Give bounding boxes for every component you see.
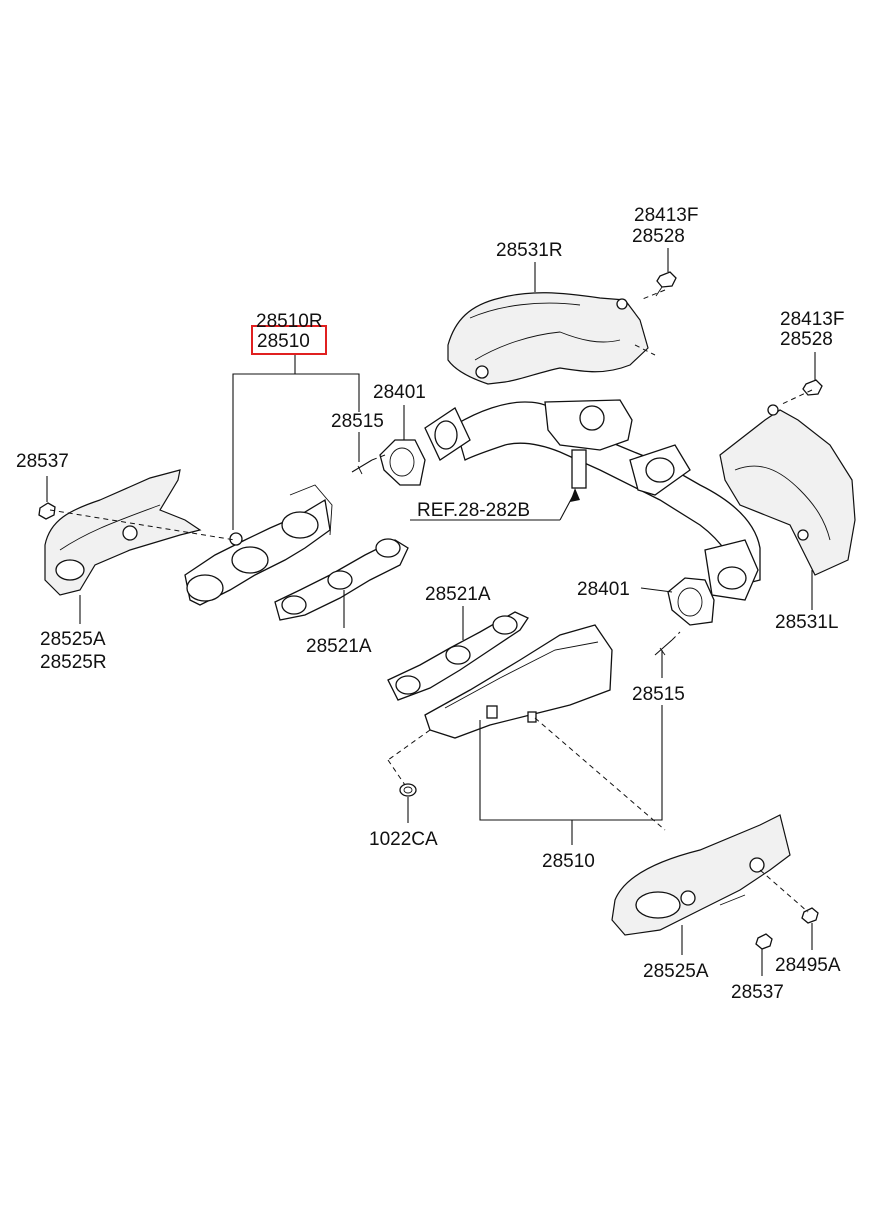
exhaust-manifold-28510-right[interactable] bbox=[424, 624, 613, 739]
label-28537-left[interactable]: 28537 bbox=[16, 451, 69, 472]
part-labels: 28413F 28528 28531R 28510R 28510 28401 2… bbox=[16, 205, 844, 1003]
label-28413F-right[interactable]: 28413F bbox=[780, 309, 844, 330]
front-exhaust-pipe[interactable] bbox=[424, 399, 761, 601]
label-28515-mid[interactable]: 28515 bbox=[632, 684, 685, 705]
exhaust-manifold-28510-left[interactable] bbox=[184, 484, 333, 606]
label-28401-top[interactable]: 28401 bbox=[373, 382, 426, 403]
label-28525R[interactable]: 28525R bbox=[40, 652, 107, 673]
gasket-28401-mid[interactable] bbox=[667, 577, 715, 626]
label-28510R[interactable]: 28510R bbox=[256, 311, 323, 332]
heat-shield-28531R[interactable] bbox=[447, 292, 649, 385]
heat-shield-28525A-left[interactable] bbox=[44, 469, 202, 596]
stud-28515-mid[interactable] bbox=[654, 639, 673, 656]
label-28528-right[interactable]: 28528 bbox=[780, 329, 833, 350]
label-28495A[interactable]: 28495A bbox=[775, 955, 841, 976]
gasket-28521A-mid[interactable] bbox=[387, 611, 529, 701]
bolt-28537-bottom[interactable] bbox=[755, 933, 773, 950]
label-28528-top[interactable]: 28528 bbox=[632, 226, 685, 247]
bolt-28537-left[interactable] bbox=[38, 502, 56, 520]
label-28531L[interactable]: 28531L bbox=[775, 612, 838, 633]
label-28525A-bottom[interactable]: 28525A bbox=[643, 961, 709, 982]
gasket-28401-top[interactable] bbox=[379, 439, 426, 486]
label-28525A-left[interactable]: 28525A bbox=[40, 629, 106, 650]
label-28413F-top[interactable]: 28413F bbox=[634, 205, 698, 226]
label-28510-bottom[interactable]: 28510 bbox=[542, 851, 595, 872]
label-1022CA[interactable]: 1022CA bbox=[369, 829, 438, 850]
label-ref-28-282B[interactable]: REF.28-282B bbox=[417, 500, 530, 521]
bolt-28495A[interactable] bbox=[801, 907, 819, 924]
label-28521A-left[interactable]: 28521A bbox=[306, 636, 372, 657]
label-28537-bottom[interactable]: 28537 bbox=[731, 982, 784, 1003]
label-28521A-mid[interactable]: 28521A bbox=[425, 584, 491, 605]
stud-28515-top[interactable] bbox=[351, 459, 373, 475]
heat-shield-28531L[interactable] bbox=[719, 404, 856, 576]
label-28401-mid[interactable]: 28401 bbox=[577, 579, 630, 600]
leader-lines bbox=[46, 248, 816, 976]
selected-part-highlight bbox=[251, 325, 327, 355]
label-28510-highlight[interactable]: 28510 bbox=[257, 331, 310, 352]
gasket-28521A-left[interactable] bbox=[274, 538, 409, 621]
assembly-guide-lines bbox=[49, 289, 813, 913]
heat-shield-28525A-bottom[interactable] bbox=[611, 814, 791, 936]
nut-1022CA[interactable] bbox=[399, 783, 417, 797]
bolt-28413F-top[interactable] bbox=[655, 271, 677, 297]
bolt-28413F-right[interactable] bbox=[802, 379, 823, 396]
label-28531R[interactable]: 28531R bbox=[496, 240, 563, 261]
label-28515-top[interactable]: 28515 bbox=[331, 411, 384, 432]
